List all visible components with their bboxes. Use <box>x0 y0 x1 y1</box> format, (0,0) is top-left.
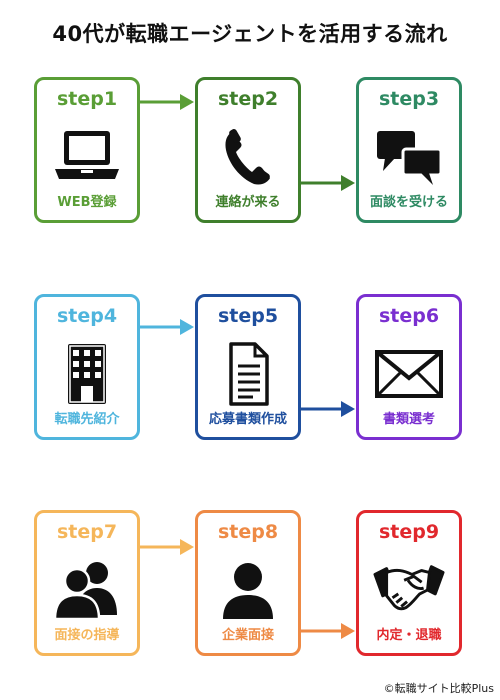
step-number: step1 <box>56 88 118 110</box>
arrow-step5-to-step6 <box>301 401 355 417</box>
step-number: step3 <box>378 88 440 110</box>
step-card-2: step2 連絡が来る <box>195 77 301 223</box>
step-label: 内定・退職 <box>376 628 442 643</box>
phone-icon <box>212 124 284 190</box>
step-label: 書類選考 <box>382 412 435 427</box>
chat-bubbles-icon <box>373 124 445 190</box>
step-label: 面談を受ける <box>369 195 448 210</box>
arrow-step8-to-step9 <box>301 623 355 639</box>
step-card-3: step3 面談を受ける <box>356 77 462 223</box>
arrow-step2-to-step3 <box>301 175 355 191</box>
step-number: step5 <box>217 305 279 327</box>
step-label: WEB登録 <box>57 195 117 210</box>
step-number: step2 <box>217 88 279 110</box>
document-icon <box>212 341 284 407</box>
arrow-step7-to-step8 <box>140 539 194 555</box>
laptop-icon <box>51 124 123 190</box>
building-icon <box>51 341 123 407</box>
arrow-step1-to-step2 <box>140 94 194 110</box>
step-card-9: step9 内定・退職 <box>356 510 462 656</box>
credit-text: ©転職サイト比較Plus <box>383 682 494 695</box>
step-label: 面接の指導 <box>54 628 120 643</box>
step-card-5: step5 応募書類作成 <box>195 294 301 440</box>
step-card-7: step7 面接の指導 <box>34 510 140 656</box>
step-label: 転職先紹介 <box>54 412 120 427</box>
step-card-4: step4 転職先紹介 <box>34 294 140 440</box>
step-number: step9 <box>378 521 440 543</box>
step-label: 連絡が来る <box>215 195 281 210</box>
handshake-icon <box>373 557 445 623</box>
page-title: 40代が転職エージェントを活用する流れ <box>52 22 448 46</box>
people-icon <box>51 557 123 623</box>
arrow-step4-to-step5 <box>140 319 194 335</box>
step-card-6: step6 書類選考 <box>356 294 462 440</box>
envelope-icon <box>373 341 445 407</box>
step-label: 応募書類作成 <box>208 412 287 427</box>
step-card-8: step8 企業面接 <box>195 510 301 656</box>
step-number: step4 <box>56 305 118 327</box>
step-number: step6 <box>378 305 440 327</box>
step-label: 企業面接 <box>221 628 274 643</box>
step-number: step8 <box>217 521 279 543</box>
step-card-1: step1 WEB登録 <box>34 77 140 223</box>
person-icon <box>212 557 284 623</box>
step-number: step7 <box>56 521 118 543</box>
